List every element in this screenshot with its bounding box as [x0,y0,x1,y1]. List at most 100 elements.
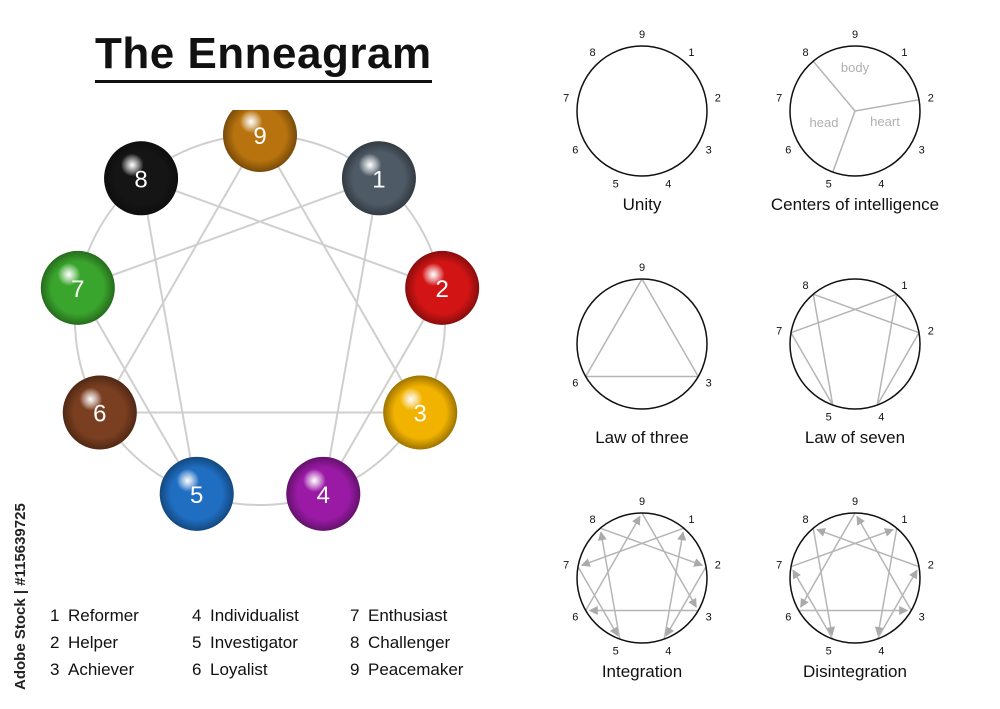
disintegration-arrow [816,528,920,568]
disintegration-arrow [876,569,918,640]
triangle-line [641,278,699,377]
point-label-7: 7 [776,326,782,338]
point-label-8: 8 [802,280,808,292]
point-label-7: 7 [563,93,569,105]
ball-number: 3 [414,401,427,428]
hexad-line [76,287,198,495]
mini-lines [585,278,699,378]
hexad-line [322,178,380,495]
ball-number: 5 [190,482,203,509]
mini-circle [789,45,921,177]
hexad-line [140,178,198,495]
legend-number: 6 [192,660,202,679]
integration-arrow [641,512,697,608]
triangle-line [259,134,422,413]
center-label-body: body [841,60,870,75]
legend-label: Challenger [368,633,451,652]
mini-circle [789,512,921,644]
legend-label: Individualist [210,606,299,625]
center-label-heart: heart [870,114,900,129]
type-ball-2: 2 [405,250,480,325]
point-label-9: 9 [639,262,645,274]
point-label-3: 3 [919,612,925,624]
ball-number: 4 [317,482,330,509]
mini-circle [576,45,708,177]
ball-number: 2 [436,276,449,303]
point-label-3: 3 [706,612,712,624]
point-label-6: 6 [785,145,791,157]
point-label-5: 5 [613,645,619,657]
ball-number: 9 [253,123,266,150]
point-label-2: 2 [928,326,934,338]
type-ball-7: 7 [40,250,115,325]
disintegration-arrow [874,528,898,637]
point-label-7: 7 [776,560,782,572]
integration-arrow [597,531,621,640]
legend-label: Reformer [68,606,139,625]
legend-number: 8 [350,633,360,652]
ball-number: 8 [134,166,147,193]
hexad-line [322,287,444,495]
point-label-1: 1 [688,47,694,59]
point-label-6: 6 [572,378,578,390]
hexad-line [77,177,380,289]
integration-arrow [599,527,704,567]
ball-shading [286,456,361,531]
point-label-3: 3 [919,145,925,157]
integration-arrow [665,566,707,637]
ball-shading [405,250,480,325]
point-label-2: 2 [928,560,934,572]
hexad-line [812,294,834,406]
point-label-7: 7 [776,93,782,105]
legend-label: Helper [68,633,119,652]
point-label-5: 5 [826,178,832,190]
legend-number: 7 [350,606,360,625]
ball-shading [104,141,179,216]
point-label-5: 5 [826,411,832,423]
mini-caption: Law of seven [805,428,905,447]
type-ball-6: 6 [62,375,137,450]
mini-lines [790,512,920,640]
ball-shading [159,456,234,531]
integration-arrow [580,527,685,567]
center-label-head: head [810,115,839,130]
hexad-line [790,293,898,334]
point-label-9: 9 [639,496,645,508]
disintegration-arrow [856,515,912,611]
legend-number: 2 [50,633,60,652]
hexad-line [140,177,443,289]
stock-watermark-id: Adobe Stock | #115639725 [12,503,29,690]
legend-label: Achiever [68,660,135,679]
point-label-5: 5 [826,645,832,657]
center-divider [812,60,856,112]
enneagram-main-diagram: 1 2 3 4 5 6 7 8 9 [40,110,480,531]
type-ball-8: 8 [104,141,179,216]
ball-number: 7 [71,276,84,303]
point-label-5: 5 [613,178,619,190]
legend-label: Peacemaker [368,660,464,679]
legend-item-3: 3 Achiever [50,656,139,683]
type-ball-9: 9 [223,110,297,172]
disintegration-arrow [792,569,834,640]
ball-shading [62,375,137,450]
point-label-6: 6 [785,612,791,624]
mini-lines [790,293,920,406]
point-label-8: 8 [589,47,595,59]
point-label-8: 8 [589,514,595,526]
mini-caption: Integration [602,662,682,681]
integration-arrow [577,566,619,637]
integration-arrow [585,515,641,611]
legend-item-2: 2 Helper [50,629,139,656]
point-label-8: 8 [802,514,808,526]
legend-label: Loyalist [210,660,268,679]
ball-number: 1 [372,166,385,193]
legend-number: 3 [50,660,60,679]
mini-circle [789,278,921,410]
